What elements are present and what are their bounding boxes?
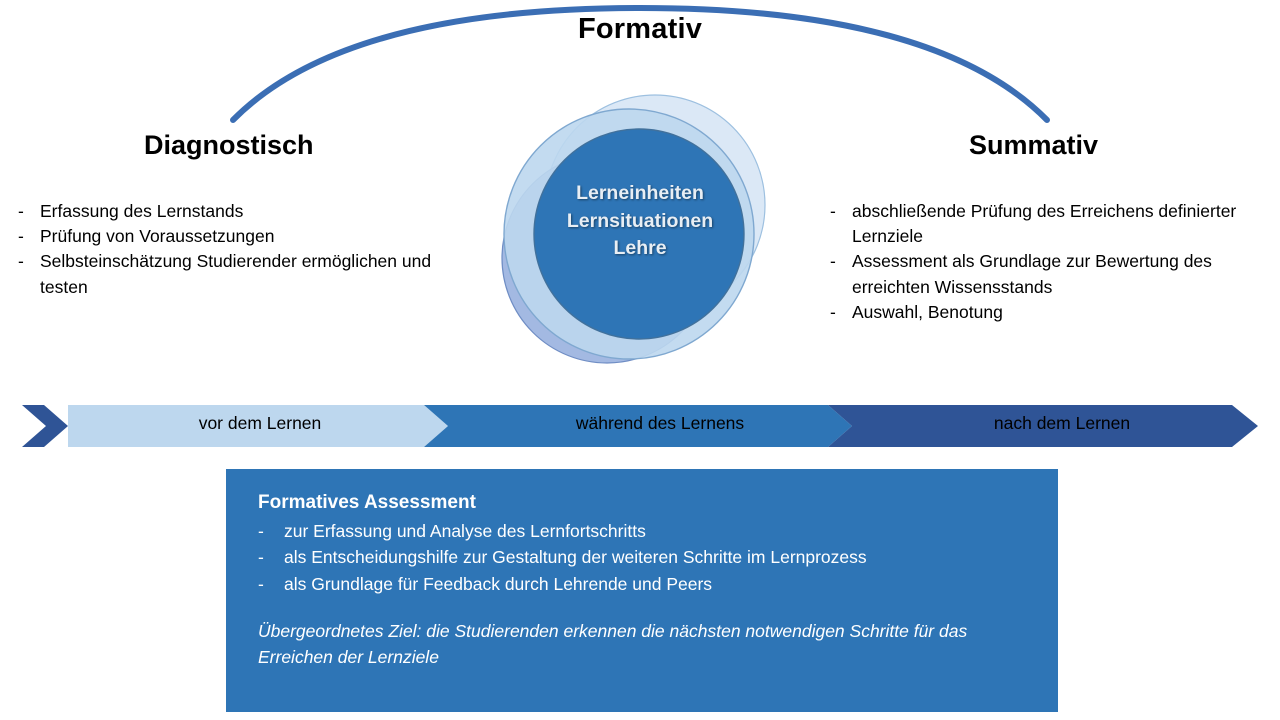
diagnostisch-heading: Diagnostisch	[144, 130, 314, 160]
list-item-text: als Grundlage für Feedback durch Lehrend…	[284, 573, 713, 594]
list-item-text: Prüfung von Voraussetzungen	[40, 226, 275, 247]
list-item-text: zur Erfassung und Analyse des Lernfortsc…	[284, 520, 646, 541]
list-item-text: Assessment als Grundlage zur Bewertung d…	[852, 251, 1212, 297]
bullet-marker: -	[258, 547, 264, 568]
list-item-text: als Entscheidungshilfe zur Gestaltung de…	[284, 547, 867, 568]
list-item: - Auswahl, Benotung	[830, 300, 1272, 325]
timeline-label-1: vor dem Lernen	[198, 413, 322, 433]
panel-title: Formatives Assessment	[258, 492, 476, 513]
chevron-tail-icon	[22, 405, 68, 447]
list-item-text: Selbsteinschätzung Studierender ermöglic…	[40, 251, 432, 297]
formatives-assessment-panel: Formatives Assessment - zur Erfassung un…	[226, 469, 1058, 712]
list-item: - Assessment als Grundlage zur Bewertung…	[830, 249, 1272, 299]
bullet-marker: -	[18, 201, 24, 221]
bullet-marker: -	[830, 301, 836, 322]
timeline-label-2: während des Lernens	[575, 413, 745, 433]
list-item-text: Erfassung des Lernstands	[40, 201, 244, 221]
bullet-marker: -	[830, 201, 836, 221]
summativ-heading: Summativ	[969, 130, 1099, 160]
timeline-segment-3	[828, 405, 1258, 447]
bullet-marker: -	[258, 573, 264, 594]
timeline-segment-1	[68, 405, 448, 447]
bullet-marker: -	[18, 251, 24, 272]
timeline-segment-2	[424, 405, 852, 447]
list-item-text: abschließende Prüfung des Erreichens def…	[852, 201, 1237, 247]
formativ-title: Formativ	[0, 13, 1280, 46]
list-item: - Prüfung von Voraussetzungen	[18, 224, 438, 249]
list-item: - zur Erfassung und Analyse des Lernfort…	[258, 518, 1032, 545]
formativ-arc-icon	[230, 4, 1050, 123]
list-item: - als Entscheidungshilfe zur Gestaltung …	[258, 544, 1032, 571]
list-item-text: Auswahl, Benotung	[852, 301, 1003, 322]
summativ-bullet-list: - abschließende Prüfung des Erreichens d…	[830, 199, 1272, 325]
bullet-marker: -	[830, 251, 836, 272]
timeline-chevron-band: vor dem Lernen während des Lernens nach …	[0, 403, 1280, 449]
list-item: - Erfassung des Lernstands	[18, 199, 438, 224]
panel-note: Übergeordnetes Ziel: die Studierenden er…	[258, 620, 968, 667]
circle-core	[533, 128, 745, 340]
panel-bullet-list: - zur Erfassung und Analyse des Lernfort…	[258, 518, 1032, 598]
bullet-marker: -	[258, 520, 264, 541]
bullet-marker: -	[18, 226, 24, 247]
diagnostisch-bullet-list: - Erfassung des Lernstands - Prüfung von…	[18, 199, 438, 300]
overlapping-circles-graphic: Lerneinheiten Lernsituationen Lehre	[455, 62, 825, 402]
formativ-title-text: Formativ	[563, 13, 717, 45]
timeline-label-3: nach dem Lernen	[993, 413, 1131, 433]
list-item: - Selbsteinschätzung Studierender ermögl…	[18, 249, 438, 299]
list-item: - abschließende Prüfung des Erreichens d…	[830, 199, 1272, 249]
list-item: - als Grundlage für Feedback durch Lehre…	[258, 571, 1032, 598]
